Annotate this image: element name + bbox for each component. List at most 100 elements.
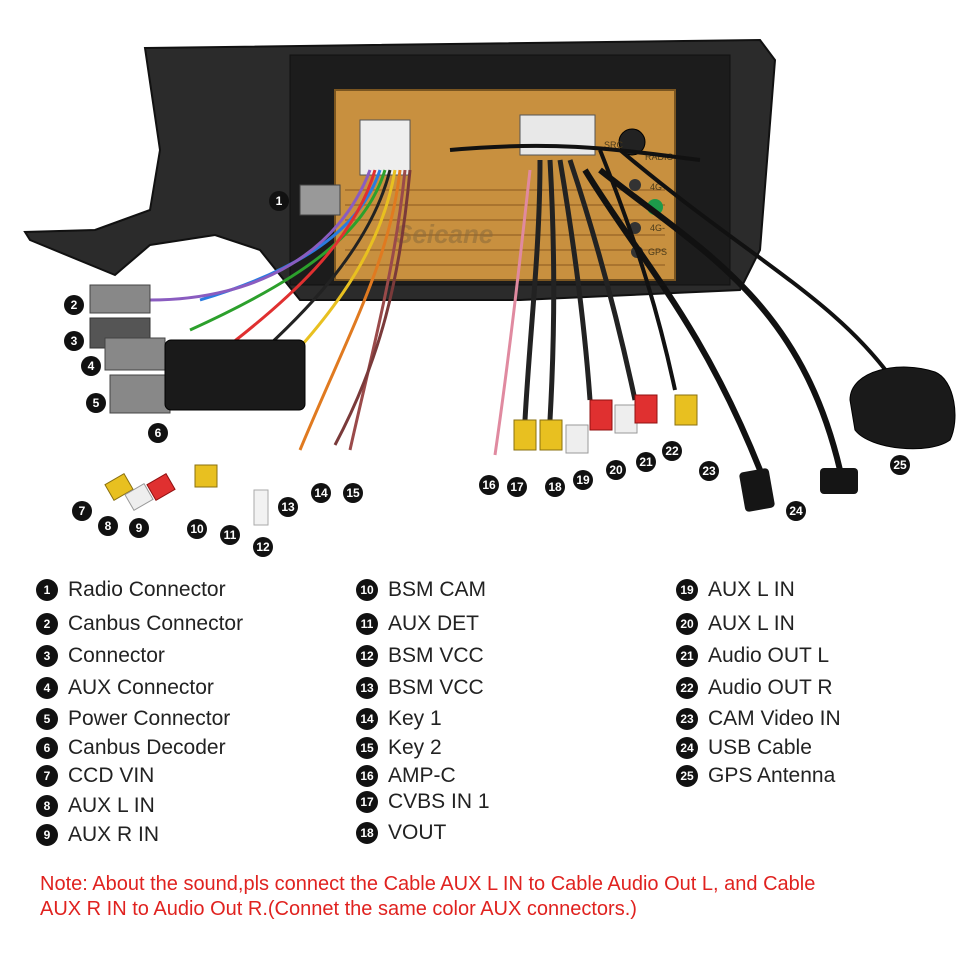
legend-item-14: 14 Key 1 <box>356 706 442 732</box>
legend-badge: 4 <box>36 677 58 699</box>
legend-label: AMP-C <box>388 764 456 787</box>
callout-8: 8 <box>98 516 118 536</box>
legend-label: VOUT <box>388 821 447 844</box>
legend-badge: 1 <box>36 579 58 601</box>
usb-plug-2 <box>820 468 858 494</box>
callout-20: 20 <box>606 460 626 480</box>
legend-label: Radio Connector <box>68 578 226 601</box>
legend-item-3: 3 Connector <box>36 643 165 669</box>
legend-badge: 16 <box>356 765 378 787</box>
legend-item-12: 12 BSM VCC <box>356 643 484 669</box>
legend-item-13: 13 BSM VCC <box>356 675 484 701</box>
legend-label: BSM VCC <box>388 644 484 667</box>
4g-label: 4G+ <box>650 182 667 192</box>
legend-badge: 18 <box>356 822 378 844</box>
legend-badge: 21 <box>676 645 698 667</box>
callout-6: 6 <box>148 423 168 443</box>
legend-badge: 11 <box>356 613 378 635</box>
callout-11: 11 <box>220 525 240 545</box>
legend-item-21: 21 Audio OUT L <box>676 643 829 669</box>
legend-item-6: 6 Canbus Decoder <box>36 735 226 761</box>
legend-label: CCD VIN <box>68 764 155 787</box>
legend-item-10: 10 BSM CAM <box>356 577 486 603</box>
legend-label: AUX R IN <box>68 823 160 846</box>
legend-item-2: 2 Canbus Connector <box>36 611 243 637</box>
legend-item-18: 18 VOUT <box>356 820 446 846</box>
legend-badge: 19 <box>676 579 698 601</box>
callout-9: 9 <box>129 518 149 538</box>
4g-minus-label: 4G- <box>650 223 665 233</box>
legend-label: Canbus Connector <box>68 612 244 635</box>
usb-plug-1 <box>739 468 775 512</box>
legend-label: AUX L IN <box>68 794 155 817</box>
legend-badge: 24 <box>676 737 698 759</box>
callout-24: 24 <box>786 501 806 521</box>
callout-12: 12 <box>253 537 273 557</box>
callout-17: 17 <box>507 477 527 497</box>
callout-25: 25 <box>890 455 910 475</box>
legend-label: GPS Antenna <box>708 764 836 787</box>
legend-item-19: 19 AUX L IN <box>676 577 795 603</box>
legend-item-8: 8 AUX L IN <box>36 793 155 819</box>
legend-badge: 25 <box>676 765 698 787</box>
legend-badge: 9 <box>36 824 58 846</box>
4g-port <box>629 179 641 191</box>
legend-badge: 15 <box>356 737 378 759</box>
callout-7: 7 <box>72 501 92 521</box>
radio-port-label: RADIO <box>645 152 674 162</box>
callout-13: 13 <box>278 497 298 517</box>
legend-badge: 20 <box>676 613 698 635</box>
legend-label: Audio OUT L <box>708 644 830 667</box>
legend-item-16: 16 AMP-C <box>356 763 456 789</box>
sound-connection-note: Note: About the sound,pls connect the Ca… <box>40 873 816 920</box>
legend-label: CVBS IN 1 <box>388 790 490 813</box>
legend-label: Connector <box>68 644 165 667</box>
legend-label: Key 2 <box>388 736 442 759</box>
legend-badge: 8 <box>36 795 58 817</box>
legend-badge: 3 <box>36 645 58 667</box>
callout-15: 15 <box>343 483 363 503</box>
legend-label: Canbus Decoder <box>68 736 226 759</box>
radio-antenna-port <box>618 128 646 156</box>
legend-item-20: 20 AUX L IN <box>676 611 795 637</box>
callout-19: 19 <box>573 470 593 490</box>
callout-16: 16 <box>479 475 499 495</box>
legend-label: Audio OUT R <box>708 676 833 699</box>
legend-badge: 14 <box>356 708 378 730</box>
legend-label: AUX Connector <box>68 676 214 699</box>
legend-label: Key 1 <box>388 707 442 730</box>
legend-item-24: 24 USB Cable <box>676 735 812 761</box>
legend-item-1: 1 Radio Connector <box>36 577 226 603</box>
callout-1: 1 <box>269 191 289 211</box>
legend-item-11: 11 AUX DET <box>356 611 479 637</box>
callout-14: 14 <box>311 483 331 503</box>
legend-badge: 22 <box>676 677 698 699</box>
legend-label: AUX L IN <box>708 612 795 635</box>
legend-item-5: 5 Power Connector <box>36 706 230 732</box>
src-label: SRC <box>604 140 624 150</box>
legend-item-22: 22 Audio OUT R <box>676 675 833 701</box>
callout-3: 3 <box>64 331 84 351</box>
gps-antenna <box>849 366 956 450</box>
legend-badge: 5 <box>36 708 58 730</box>
gps-port-label: GPS <box>648 247 667 257</box>
legend-label: AUX L IN <box>708 578 795 601</box>
legend-label: Power Connector <box>68 707 231 730</box>
rca-plugs-left <box>104 464 269 526</box>
legend-badge: 7 <box>36 765 58 787</box>
callout-21: 21 <box>636 452 656 472</box>
legend-item-9: 9 AUX R IN <box>36 822 159 848</box>
legend-item-25: 25 GPS Antenna <box>676 763 835 789</box>
left-connectors <box>89 184 341 414</box>
wiring-illustration: RADIO 4G+ 4G- GPS SRC Seicane <box>23 38 956 526</box>
callout-4: 4 <box>81 356 101 376</box>
legend-badge: 10 <box>356 579 378 601</box>
callout-18: 18 <box>545 477 565 497</box>
legend-badge: 6 <box>36 737 58 759</box>
legend-badge: 2 <box>36 613 58 635</box>
wire-harness <box>149 143 902 472</box>
legend-item-23: 23 CAM Video IN <box>676 706 841 732</box>
callout-23: 23 <box>699 461 719 481</box>
legend-label: BSM VCC <box>388 676 484 699</box>
callout-22: 22 <box>662 441 682 461</box>
